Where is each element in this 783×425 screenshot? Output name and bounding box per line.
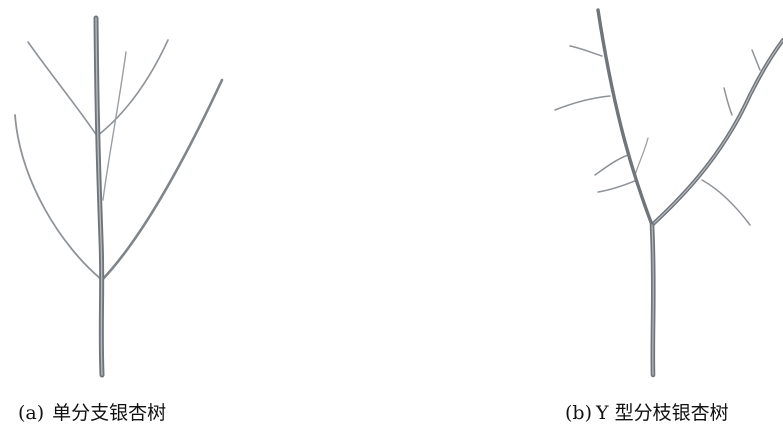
single-branch-tree-illustration	[0, 0, 260, 390]
branch-right-long	[102, 80, 222, 280]
caption-a-label: 单分支银杏树	[52, 402, 166, 424]
twig-right-2	[724, 88, 732, 115]
left-limb	[598, 10, 652, 225]
twig-left-2	[555, 96, 610, 110]
twig-right-3	[752, 50, 760, 70]
caption-a: (a) 单分支银杏树	[18, 398, 166, 425]
twig-right-1	[702, 180, 750, 225]
y-branch-tree-illustration	[540, 0, 783, 390]
twig-left-5	[635, 138, 648, 175]
branch-right-upper	[97, 40, 168, 136]
branch-left-long	[15, 115, 102, 280]
twig-left-1	[570, 46, 602, 56]
twig-left-3	[595, 155, 628, 175]
caption-b-tag: (b)	[565, 402, 592, 424]
caption-b-label: Y 型分枝银杏树	[596, 402, 729, 424]
figure-a: (a) 单分支银杏树	[0, 0, 260, 425]
right-limb	[652, 40, 783, 225]
figure-b: (b)Y 型分枝银杏树	[540, 0, 783, 425]
caption-b: (b)Y 型分枝银杏树	[565, 398, 729, 425]
caption-a-tag: (a)	[18, 402, 44, 424]
twig-left-4	[598, 180, 637, 192]
branch-thin-upright	[103, 52, 126, 200]
branch-left-upper	[28, 42, 97, 136]
